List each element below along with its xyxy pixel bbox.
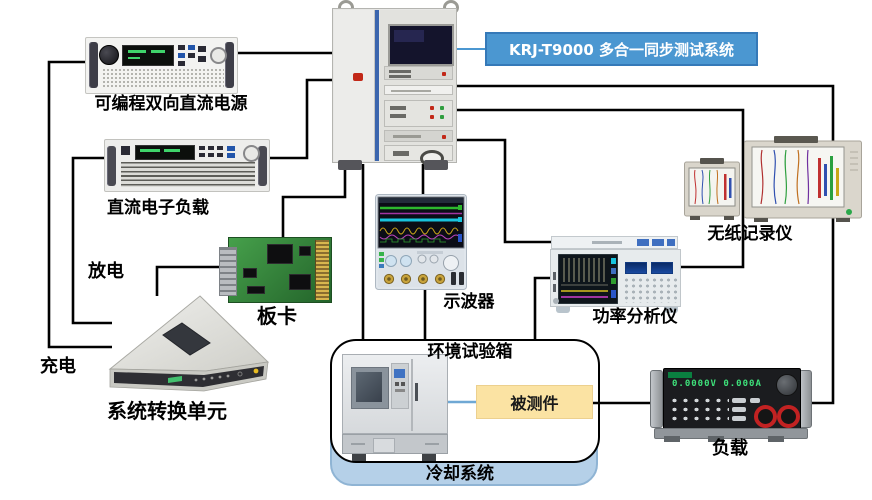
dut-box: 被测件: [476, 385, 593, 419]
psu-rotary-switch: [99, 45, 119, 65]
line-charge-psu-unit: [47, 60, 112, 349]
load-image: 0.0000V 0.000A: [650, 366, 812, 442]
dut-label: 被测件: [510, 394, 559, 413]
load-brand-logo: [668, 372, 692, 378]
analyzer-top-unit: [551, 236, 678, 249]
conversion-unit-label: 系统转换单元: [107, 399, 227, 423]
dcload-vent-grille: [121, 162, 255, 187]
rack-brand-logo: [353, 73, 363, 81]
rack-screen: [388, 24, 454, 66]
dc-load-image: [104, 139, 270, 192]
chamber-door-handle: [415, 383, 418, 401]
line-rack-analyzer: [456, 138, 552, 244]
oscilloscope-label: 示波器: [443, 292, 495, 312]
analyzer-keypad: [623, 277, 677, 303]
chamber-foot: [352, 454, 366, 461]
power-supply-image: [85, 37, 238, 94]
power-supply-label: 可编程双向直流电源: [94, 94, 248, 114]
conversion-unit-image: [108, 295, 270, 392]
board-gold-edge: [315, 240, 329, 300]
line-rack-load: [456, 84, 835, 405]
dcload-knob: [243, 145, 260, 162]
recorder-large-image: [744, 136, 862, 222]
board-card-label: 板卡: [257, 304, 297, 328]
chamber-window: [351, 367, 389, 409]
system-title-box: KRJ-T9000 多合一同步测试系统: [485, 32, 758, 66]
recorder-small-image: [684, 158, 740, 220]
line-discharge-dcload-unit: [71, 156, 112, 325]
rack-foot: [338, 160, 362, 170]
cooling-label: 冷却系统: [426, 464, 494, 484]
load-display: 0.0000V 0.000A: [672, 379, 762, 389]
line-unit-board: [155, 265, 230, 296]
oscilloscope-image: [375, 194, 467, 290]
analyzer-foot: [664, 307, 678, 313]
power-analyzer-image: [550, 249, 681, 307]
line-dcload-rack: [268, 78, 332, 160]
rack-foot: [424, 160, 448, 170]
chamber-image: [342, 354, 448, 462]
analyzer-foot: [556, 307, 570, 313]
board-connector: [219, 247, 237, 296]
chamber-foot: [422, 454, 436, 461]
rack-cabinet-image: [332, 0, 459, 170]
chamber-control-panel: [391, 363, 409, 409]
dcload-display: [135, 145, 195, 160]
psu-display: [122, 45, 174, 66]
analyzer-numeric-display: [625, 262, 647, 274]
chamber-label: 环境试验箱: [427, 342, 513, 362]
load-base: [654, 428, 808, 439]
recorder-label: 无纸记录仪: [707, 224, 793, 244]
load-terminal-positive: [754, 405, 777, 428]
charge-label: 充电: [40, 356, 76, 377]
line-board-rack: [281, 164, 347, 239]
load-label: 负载: [712, 438, 748, 459]
load-keypad: [669, 396, 729, 424]
load-knob: [776, 374, 798, 396]
line-rack-recorder-analyzer: [456, 108, 745, 269]
psu-knob: [210, 47, 227, 64]
dc-load-label: 直流电子负载: [107, 198, 209, 218]
power-analyzer-label: 功率分析仪: [592, 307, 678, 327]
psu-vent-grille: [102, 68, 224, 89]
analyzer-numeric-display: [651, 262, 673, 274]
load-terminal-negative: [777, 405, 800, 428]
line-analyzer-chamber: [533, 276, 552, 341]
board-card-image: [219, 237, 332, 303]
system-title: KRJ-T9000 多合一同步测试系统: [509, 40, 734, 59]
analyzer-screen: [558, 254, 618, 304]
discharge-label: 放电: [88, 261, 124, 282]
